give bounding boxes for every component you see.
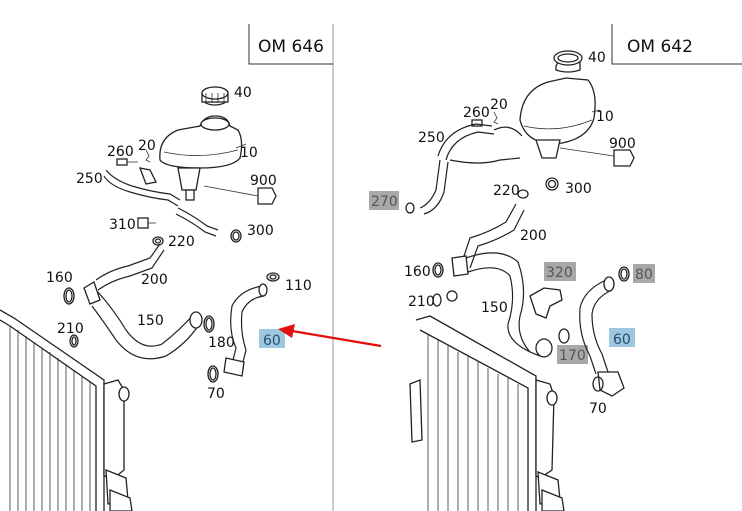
- left-engine-box: [248, 24, 333, 65]
- left-callout-300: 300: [247, 223, 274, 239]
- right-highlight-60: [609, 328, 635, 347]
- right-panel: OM 642 40 10 260 20: [369, 24, 742, 511]
- sensor-260-right: [471, 119, 483, 127]
- left-callout-180: 180: [208, 335, 235, 351]
- pipe-320-right: [529, 287, 563, 319]
- left-callout-10: 10: [240, 145, 258, 161]
- left-callout-900: 900: [250, 173, 277, 189]
- ring-210-left: [69, 334, 79, 348]
- expansion-tank-cap-right: [553, 50, 583, 73]
- ring-180-left: [203, 315, 215, 333]
- radiator-left: [0, 309, 133, 511]
- left-callout-250: 250: [76, 171, 103, 187]
- bracket-900-right: [559, 147, 635, 167]
- ring-160-right: [432, 262, 444, 278]
- hose-small-left: [175, 207, 219, 237]
- right-callout-200: 200: [520, 228, 547, 244]
- ring-160-left: [63, 287, 75, 305]
- right-callout-70: 70: [589, 401, 607, 417]
- ring-170-right: [558, 328, 570, 344]
- radiator-right: [409, 315, 565, 511]
- right-callout-320: 320: [546, 265, 573, 281]
- hose-150-right: [451, 252, 553, 358]
- right-callout-170: 170: [559, 348, 586, 364]
- right-callout-270: 270: [371, 194, 398, 210]
- hose-60-left: [223, 283, 268, 377]
- hose-150-left: [83, 281, 203, 360]
- right-callout-80: 80: [635, 267, 653, 283]
- right-callout-220: 220: [493, 183, 520, 199]
- left-callout-210: 210: [57, 321, 84, 337]
- left-callout-40: 40: [234, 85, 252, 101]
- right-callout-210: 210: [408, 294, 435, 310]
- right-engine-box: [611, 24, 742, 65]
- left-callout-160: 160: [46, 270, 73, 286]
- ring-70-right: [592, 376, 604, 392]
- clip-20-left: [145, 149, 151, 163]
- left-callout-60: 60: [263, 333, 281, 349]
- right-callout-60: 60: [613, 332, 631, 348]
- right-callout-900: 900: [609, 136, 636, 152]
- left-callout-220: 220: [168, 234, 195, 250]
- hose-60-right: [579, 276, 625, 397]
- bracket-900-left: [203, 185, 277, 205]
- right-highlight-270: [369, 191, 399, 210]
- left-panel: OM 646 40 10 260: [0, 24, 333, 511]
- clamp-220-right: [517, 189, 529, 199]
- plug-310-left: [137, 217, 156, 229]
- left-callout-110: 110: [285, 278, 312, 294]
- left-callout-20: 20: [138, 138, 156, 154]
- left-callout-150: 150: [137, 313, 164, 329]
- ring-270-right: [405, 202, 415, 214]
- left-callout-310: 310: [109, 217, 136, 233]
- right-highlight-80: [633, 264, 655, 283]
- hose-200-right: [461, 203, 525, 269]
- expansion-tank-right: [519, 77, 601, 159]
- left-callout-200: 200: [141, 272, 168, 288]
- right-callout-160: 160: [404, 264, 431, 280]
- left-callout-260: 260: [107, 144, 134, 160]
- ring-210-right: [432, 290, 458, 307]
- red-arrow-icon: [278, 324, 382, 348]
- right-callout-150: 150: [481, 300, 508, 316]
- right-callout-260: 260: [463, 105, 490, 121]
- right-callout-250: 250: [418, 130, 445, 146]
- clamp-110-left: [266, 272, 280, 282]
- right-callout-300: 300: [565, 181, 592, 197]
- ring-70-left: [207, 365, 219, 383]
- hose-250-left: [103, 167, 181, 207]
- ring-300-right: [545, 177, 559, 191]
- hose-250-right: [419, 123, 523, 215]
- sensor-260-left: [116, 158, 138, 166]
- right-callout-40: 40: [588, 50, 606, 66]
- left-callout-70: 70: [207, 386, 225, 402]
- clip-20-right: [493, 111, 499, 125]
- right-highlight-170: [557, 345, 588, 364]
- right-highlight-320: [544, 262, 576, 281]
- hose-200-left: [95, 243, 165, 291]
- ring-80-right: [618, 266, 630, 282]
- right-engine-title: OM 642: [627, 37, 693, 57]
- left-engine-title: OM 646: [258, 37, 324, 57]
- clamp-220-left: [152, 236, 164, 246]
- expansion-tank-left: [159, 115, 247, 201]
- left-highlight-60: [259, 329, 285, 348]
- expansion-tank-cap-left: [201, 86, 229, 106]
- ring-300-left: [230, 229, 242, 243]
- right-callout-10: 10: [596, 109, 614, 125]
- right-callout-20: 20: [490, 97, 508, 113]
